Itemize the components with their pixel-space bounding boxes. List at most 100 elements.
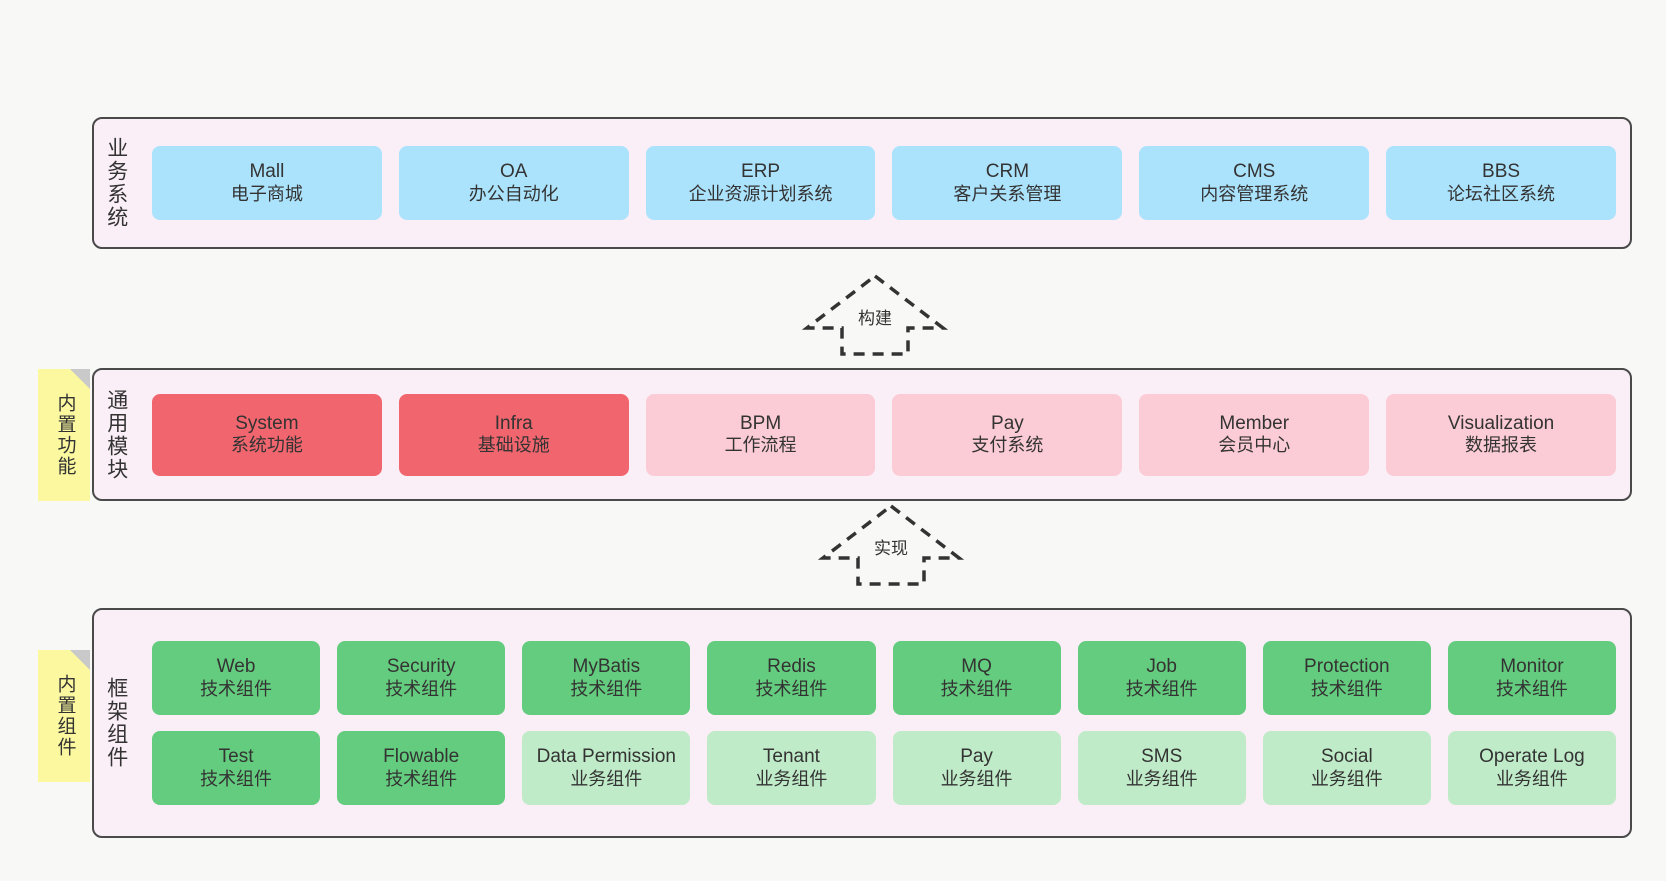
layer-title-framework-components: 框架组件 xyxy=(104,677,128,769)
card-visualization[interactable]: Visualization 数据报表 xyxy=(1386,393,1616,476)
card-sms[interactable]: SMS 业务组件 xyxy=(1077,731,1246,805)
layer-common-modules: 通用模块 System 系统功能 Infra 基础设施 BPM 工作流程 Pay… xyxy=(92,368,1632,501)
card-subtitle: 业务组件 xyxy=(1125,768,1198,789)
card-title: BBS xyxy=(1482,161,1521,183)
card-monitor[interactable]: Monitor 技术组件 xyxy=(1447,641,1616,715)
card-title: Social xyxy=(1320,746,1373,768)
card-row: System 系统功能 Infra 基础设施 BPM 工作流程 Pay 支付系统… xyxy=(152,393,1616,476)
card-subtitle: 支付系统 xyxy=(971,435,1044,456)
card-test[interactable]: Test 技术组件 xyxy=(152,731,321,805)
note-label: 内置功能 xyxy=(54,393,76,477)
card-subtitle: 技术组件 xyxy=(385,678,458,699)
card-title: Flowable xyxy=(383,746,460,768)
layer-body-common-modules: System 系统功能 Infra 基础设施 BPM 工作流程 Pay 支付系统… xyxy=(138,370,1630,499)
card-tenant[interactable]: Tenant 业务组件 xyxy=(707,731,876,805)
card-subtitle: 业务组件 xyxy=(755,768,828,789)
card-subtitle: 内容管理系统 xyxy=(1200,183,1309,204)
card-title: Pay xyxy=(991,412,1024,434)
card-redis[interactable]: Redis 技术组件 xyxy=(707,641,876,715)
card-oa[interactable]: OA 办公自动化 xyxy=(398,146,629,220)
card-title: Visualization xyxy=(1447,412,1555,434)
card-title: CRM xyxy=(985,161,1030,183)
card-subtitle: 技术组件 xyxy=(200,768,273,789)
card-subtitle: 技术组件 xyxy=(1495,678,1568,699)
card-flowable[interactable]: Flowable 技术组件 xyxy=(337,731,506,805)
card-erp[interactable]: ERP 企业资源计划系统 xyxy=(645,146,876,220)
note-label: 内置组件 xyxy=(54,674,76,758)
card-title: Mall xyxy=(249,161,285,183)
arrow-implement-label: 实现 xyxy=(874,539,908,558)
card-title: OA xyxy=(500,161,528,183)
card-subtitle: 会员中心 xyxy=(1218,435,1291,456)
card-title: Operate Log xyxy=(1479,746,1585,768)
layer-business-systems: 业务系统 Mall 电子商城 OA 办公自动化 ERP 企业资源计划系统 CRM… xyxy=(92,117,1632,249)
card-social[interactable]: Social 业务组件 xyxy=(1262,731,1431,805)
card-row: Test 技术组件 Flowable 技术组件 Data Permission … xyxy=(152,731,1616,805)
arrow-build: 构建 xyxy=(800,270,950,358)
note-builtin-features: 内置功能 xyxy=(38,369,90,501)
card-title: CMS xyxy=(1233,161,1276,183)
card-subtitle: 业务组件 xyxy=(570,768,643,789)
card-subtitle: 技术组件 xyxy=(755,678,828,699)
card-mall[interactable]: Mall 电子商城 xyxy=(152,146,382,220)
card-crm[interactable]: CRM 客户关系管理 xyxy=(892,146,1123,220)
layer-body-framework-components: Web 技术组件 Security 技术组件 MyBatis 技术组件 Redi… xyxy=(138,610,1630,836)
card-row: Web 技术组件 Security 技术组件 MyBatis 技术组件 Redi… xyxy=(152,641,1616,715)
card-subtitle: 技术组件 xyxy=(200,678,273,699)
card-subtitle: 业务组件 xyxy=(940,768,1013,789)
card-title: Infra xyxy=(494,412,533,434)
card-title: System xyxy=(235,412,299,434)
card-subtitle: 业务组件 xyxy=(1310,768,1383,789)
card-subtitle: 企业资源计划系统 xyxy=(688,183,833,204)
arrow-implement-icon xyxy=(817,503,965,586)
card-subtitle: 数据报表 xyxy=(1465,435,1538,456)
card-subtitle: 技术组件 xyxy=(1125,678,1198,699)
card-bpm[interactable]: BPM 工作流程 xyxy=(645,393,876,476)
card-title: BPM xyxy=(739,412,782,434)
card-system[interactable]: System 系统功能 xyxy=(152,393,382,476)
card-infra[interactable]: Infra 基础设施 xyxy=(398,393,629,476)
card-subtitle: 技术组件 xyxy=(385,768,458,789)
card-mq[interactable]: MQ 技术组件 xyxy=(892,641,1061,715)
card-pay-business[interactable]: Pay 业务组件 xyxy=(892,731,1061,805)
card-title: Monitor xyxy=(1500,656,1564,678)
layer-body-business-systems: Mall 电子商城 OA 办公自动化 ERP 企业资源计划系统 CRM 客户关系… xyxy=(138,119,1630,247)
card-subtitle: 客户关系管理 xyxy=(953,183,1062,204)
card-title: Job xyxy=(1146,656,1177,678)
card-title: Data Permission xyxy=(536,746,676,768)
card-title: Protection xyxy=(1304,656,1390,678)
card-pay[interactable]: Pay 支付系统 xyxy=(892,393,1123,476)
card-subtitle: 办公自动化 xyxy=(468,183,559,204)
card-subtitle: 基础设施 xyxy=(477,435,550,456)
card-title: Web xyxy=(216,656,256,678)
card-title: Test xyxy=(218,746,254,768)
card-title: Redis xyxy=(767,656,816,678)
arrow-build-label: 构建 xyxy=(858,309,892,328)
card-title: MQ xyxy=(961,656,992,678)
note-fold-icon xyxy=(70,650,90,670)
card-member[interactable]: Member 会员中心 xyxy=(1139,393,1370,476)
card-title: Security xyxy=(386,656,456,678)
card-security[interactable]: Security 技术组件 xyxy=(337,641,506,715)
card-operate-log[interactable]: Operate Log 业务组件 xyxy=(1447,731,1616,805)
card-mybatis[interactable]: MyBatis 技术组件 xyxy=(522,641,691,715)
card-job[interactable]: Job 技术组件 xyxy=(1077,641,1246,715)
note-builtin-components: 内置组件 xyxy=(38,650,90,782)
card-data-permission[interactable]: Data Permission 业务组件 xyxy=(522,731,691,805)
card-bbs[interactable]: BBS 论坛社区系统 xyxy=(1386,146,1616,220)
card-subtitle: 技术组件 xyxy=(570,678,643,699)
card-protection[interactable]: Protection 技术组件 xyxy=(1262,641,1431,715)
card-cms[interactable]: CMS 内容管理系统 xyxy=(1139,146,1370,220)
card-subtitle: 业务组件 xyxy=(1495,768,1568,789)
card-subtitle: 论坛社区系统 xyxy=(1447,183,1556,204)
card-row: Mall 电子商城 OA 办公自动化 ERP 企业资源计划系统 CRM 客户关系… xyxy=(152,146,1616,220)
card-subtitle: 技术组件 xyxy=(1310,678,1383,699)
card-title: MyBatis xyxy=(572,656,641,678)
card-title: SMS xyxy=(1141,746,1183,768)
card-subtitle: 工作流程 xyxy=(724,435,797,456)
card-web[interactable]: Web 技术组件 xyxy=(152,641,321,715)
card-title: ERP xyxy=(741,161,781,183)
layer-framework-components: 框架组件 Web 技术组件 Security 技术组件 MyBatis 技术组件… xyxy=(92,608,1632,838)
card-subtitle: 系统功能 xyxy=(230,435,303,456)
